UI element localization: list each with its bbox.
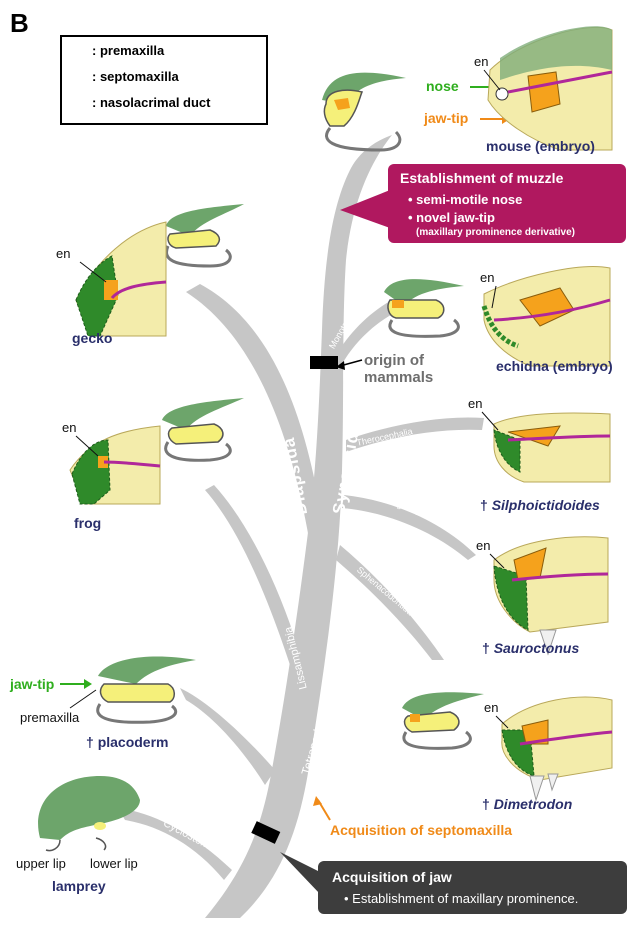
branch-monotremata [330,300,396,368]
echidna-schematic [384,279,464,338]
placoderm-schematic [96,656,196,724]
en-label-mouse: en [474,54,489,69]
en-label-dimetrodon: en [484,700,499,715]
dagger-symbol: † [480,497,488,513]
branch-placoderm [180,688,275,785]
muzzle-bullet-2: • novel jaw-tip [408,210,495,225]
taxon-frog: frog [74,515,102,531]
sauroctonus-name: Sauroctonus [493,640,580,656]
lower-lip-label: lower lip [90,856,138,871]
septomaxilla-acquisition-label: Acquisition of septomaxilla [330,822,513,838]
jaw-acquisition-marker [251,821,281,844]
mouse-schematic [322,72,406,152]
en-label-gecko: en [56,246,71,261]
legend-septomaxilla: : septomaxilla [92,69,179,84]
premaxilla-label: premaxilla [20,710,80,725]
origin-of-mammals-marker [310,356,338,369]
taxon-dimetrodon: † Dimetrodon [482,796,572,812]
taxon-echidna: echidna (embryo) [496,358,613,374]
jaw-box: Acquisition of jaw • Establishment of ma… [318,861,627,914]
echidna-skull [481,266,611,367]
origin-of-mammals-label: origin of mammals [364,352,433,386]
mouse-skull [487,26,613,151]
muzzle-item-2-note: (maxillary prominence derivative) [416,227,575,238]
en-label-frog: en [62,420,77,435]
en-label-echidna: en [480,270,495,285]
muzzle-box-title: Establishment of muzzle [400,170,564,186]
branch-lissamphibia [205,485,310,690]
dimetrodon-skull [501,696,613,802]
gecko-schematic [165,204,244,268]
muzzle-box: Establishment of muzzle • semi-motile no… [388,164,626,243]
legend: : premaxilla : septomaxilla : nasolacrim… [60,35,268,125]
jaw-bullet-1: • Establishment of maxillary prominence. [344,891,579,906]
trunk [205,135,392,918]
placoderm-name: placoderm [97,734,169,750]
gecko-skull [75,221,167,337]
nose-label: nose [426,78,459,94]
muzzle-item-1: semi-motile nose [416,192,523,207]
dagger-symbol: † [86,734,94,750]
snout-schematics [38,72,484,852]
silphoictidoides-name: Silphoictidoides [491,497,600,513]
jaw-pointer [280,852,320,894]
frog-skull [69,425,161,505]
dimetrodon-schematic [402,692,484,750]
lamprey-schematic [38,776,140,852]
dagger-symbol: † [482,640,490,656]
taxon-sauroctonus: † Sauroctonus [482,640,579,656]
muzzle-bullet-1: • semi-motile nose [408,192,523,207]
branch-sphenacodontida [336,545,444,660]
en-label-silphoictidoides: en [468,396,483,411]
muzzle-pointer [340,190,390,228]
legend-nasolacrimal-duct: : nasolacrimal duct [92,95,211,110]
jaw-item-1: Establishment of maxillary prominence. [352,891,579,906]
panel-label: B [10,8,29,38]
muzzle-item-2: novel jaw-tip [416,210,495,225]
silphoictidoides-skull [493,412,611,483]
taxon-lamprey: lamprey [52,878,106,894]
taxon-gecko: gecko [72,330,113,346]
origin-line-1: origin of [364,352,424,369]
upper-lip-label: upper lip [16,856,66,871]
en-leaders [69,69,509,729]
en-label-sauroctonus: en [476,538,491,553]
taxon-mouse: mouse (embryo) [486,138,595,154]
taxon-silphoictidoides: † Silphoictidoides [480,497,600,513]
dimetrodon-name: Dimetrodon [493,796,573,812]
jaw-tip-label-placoderm: jaw-tip [10,676,55,692]
branch-gorgonopsia [342,495,476,560]
jaw-tip-label-mouse: jaw-tip [424,110,469,126]
jaw-box-title: Acquisition of jaw [332,869,452,885]
taxon-placoderm: † placoderm [86,734,169,750]
phylogenetic-tree [118,135,484,918]
branch-cyclostomata [118,808,232,880]
origin-line-2: mammals [364,369,434,386]
dagger-symbol: † [482,796,490,812]
branch-therocephalia [346,417,484,452]
branch-diapsida [186,284,332,600]
legend-premaxilla: : premaxilla [92,43,165,58]
sauroctonus-skull [493,536,609,656]
skull-illustrations [69,26,613,802]
frog-schematic [162,398,244,462]
